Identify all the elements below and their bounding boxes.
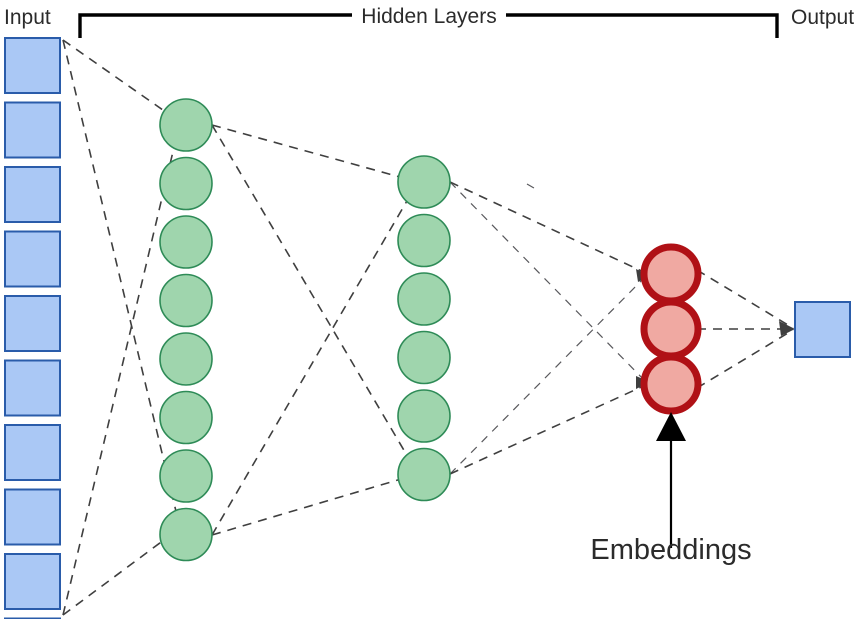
embeddings-arrow-head <box>656 412 686 441</box>
input-layer-node-6[interactable] <box>4 359 61 417</box>
edge-emb-top-to-output <box>696 269 794 329</box>
input-layer-node-8[interactable] <box>4 488 61 546</box>
hidden-layer-2-node-5[interactable] <box>397 389 451 443</box>
input-label: Input <box>4 6 51 29</box>
embeddings-callout-arrow <box>656 412 686 548</box>
edge-h2-bottom-to-emb-bottom <box>449 383 649 475</box>
input-layer-node-7[interactable] <box>4 424 61 481</box>
edges-hidden2-to-embeddings <box>438 176 650 475</box>
embedding-layer <box>640 243 702 415</box>
embedding-layer-node-3[interactable] <box>640 353 702 415</box>
hidden-layers-label: Hidden Layers <box>361 5 496 28</box>
hidden-layer-2-node-3[interactable] <box>397 272 451 326</box>
hidden-layer-2 <box>397 155 451 502</box>
input-layer-node-9[interactable] <box>4 553 61 610</box>
hidden-layer-1-node-1[interactable] <box>159 98 213 152</box>
edge-h1-top-to-h2-top <box>211 124 419 183</box>
arrowhead-output <box>779 321 795 336</box>
hidden-layer-1-node-5[interactable] <box>159 332 213 386</box>
embeddings-label: Embeddings <box>590 534 751 566</box>
bracket-left-segment <box>78 13 352 38</box>
output-layer-node-1[interactable] <box>794 301 851 358</box>
edge-input-bottom-to-h1-top <box>62 121 181 616</box>
hidden-layer-1-node-8[interactable] <box>159 507 213 562</box>
input-layer-node-3[interactable] <box>4 166 61 223</box>
edges-embeddings-to-output <box>696 269 795 389</box>
edge-stray-mark <box>526 183 535 189</box>
bracket-right-segment <box>506 13 779 38</box>
hidden-layers-bracket <box>78 13 779 38</box>
edge-h1-top-to-h2-bottom <box>211 124 419 475</box>
hidden-layer-1-node-3[interactable] <box>159 215 213 269</box>
edge-h2-top-to-emb-bottom <box>449 181 649 385</box>
input-layer-node-5[interactable] <box>4 295 61 352</box>
edge-h1-bottom-to-h2-top <box>211 181 419 536</box>
embedding-layer-node-2[interactable] <box>640 298 702 360</box>
layer-nodes-group <box>4 37 851 619</box>
output-label: Output <box>791 6 854 29</box>
input-layer-node-1[interactable] <box>4 37 61 94</box>
edge-h1-bottom-to-h2-bottom <box>211 473 419 536</box>
hidden-layer-1-node-2[interactable] <box>159 156 213 211</box>
embedding-layer-node-1[interactable] <box>640 243 702 305</box>
hidden-layer-2-node-6[interactable] <box>397 447 451 502</box>
hidden-layer-1-node-7[interactable] <box>159 449 213 503</box>
edge-emb-bottom-to-output <box>696 329 794 389</box>
edge-input-top-to-h1-bottom <box>62 39 181 529</box>
input-layer-node-4[interactable] <box>4 230 61 288</box>
hidden-layer-1-node-4[interactable] <box>159 273 213 328</box>
output-layer <box>794 301 851 358</box>
hidden-layer-2-node-4[interactable] <box>397 330 451 385</box>
edge-input-bottom-to-h1-bottom <box>62 527 181 616</box>
edge-h2-top-to-emb-top <box>449 181 649 275</box>
hidden-layer-1 <box>159 98 213 562</box>
input-layer <box>4 37 61 619</box>
edge-h2-bottom-to-emb-top <box>449 273 649 475</box>
hidden-layer-2-node-1[interactable] <box>397 155 451 209</box>
edges-hidden1-to-hidden2 <box>200 119 420 536</box>
hidden-layer-1-node-6[interactable] <box>159 390 213 445</box>
hidden-layer-2-node-2[interactable] <box>397 213 451 268</box>
edge-input-top-to-h1-top <box>62 39 181 123</box>
input-layer-node-2[interactable] <box>4 101 61 159</box>
